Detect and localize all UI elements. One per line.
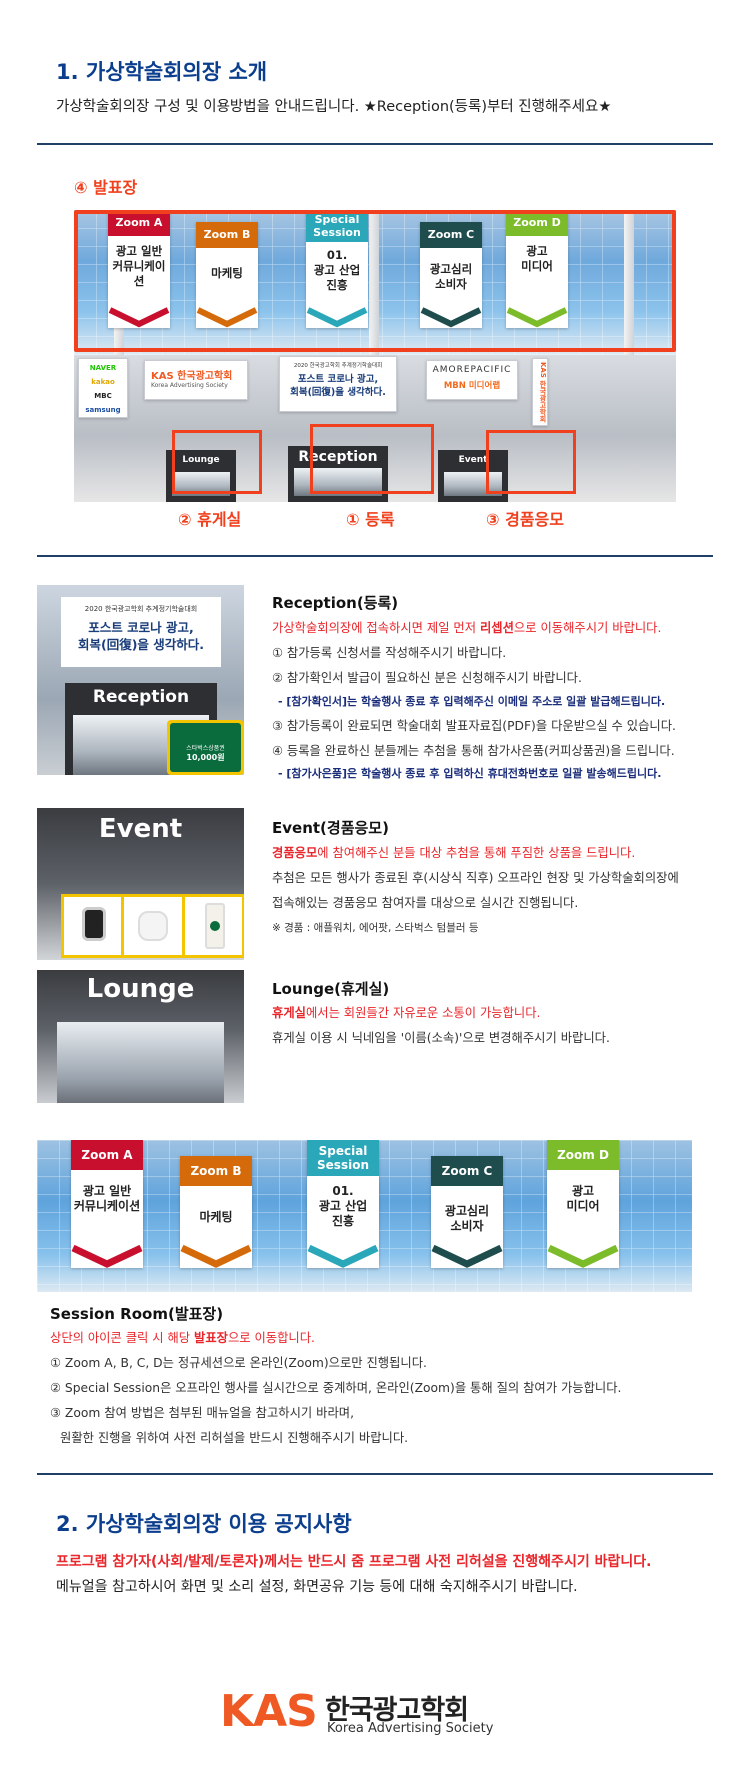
special-session-banner[interactable]: Special Session 01. 광고 산업 진흥 bbox=[306, 210, 368, 328]
chevron-icon bbox=[431, 1244, 503, 1268]
event-label: ③ 경품응모 bbox=[486, 510, 564, 529]
kas-logo-english: Korea Advertising Society bbox=[327, 1721, 494, 1736]
session-line-4: ③ Zoom 참여 방법은 첨부된 매뉴얼을 참고하시기 바라며, bbox=[50, 1406, 355, 1420]
airpods-icon bbox=[124, 897, 182, 955]
reception-frame bbox=[310, 424, 434, 494]
chevron-icon bbox=[420, 307, 482, 328]
session-room-strip: Zoom A 광고 일반 커뮤니케이션 Zoom B 마케팅 Special S… bbox=[37, 1140, 692, 1292]
lounge-title: Lounge(휴게실) bbox=[272, 980, 390, 998]
event-line-1: 경품응모에 참여해주신 분들 대상 추첨을 통해 푸짐한 상품을 드립니다. bbox=[272, 846, 636, 860]
reception-line-4: ③ 참가등록이 완료되면 학술대회 발표자료집(PDF)을 다운받으실 수 있습… bbox=[272, 719, 676, 733]
chevron-icon bbox=[71, 1244, 143, 1268]
lounge-thumbnail: Lounge bbox=[37, 970, 244, 1103]
reception-line-1: 가상학술회의장에 접속하시면 제일 먼저 리셉션으로 이동해주시기 바랍니다. bbox=[272, 621, 662, 635]
reception-label: ① 등록 bbox=[346, 510, 395, 529]
kas-vertical-banner: KAS 한국광고학회 bbox=[532, 358, 548, 426]
event-thumbnail: Event bbox=[37, 808, 244, 960]
event-line-3: 접속해있는 경품응모 참여자를 대상으로 실시간 진행됩니다. bbox=[272, 896, 579, 910]
lounge-label: ② 휴게실 bbox=[178, 510, 242, 529]
event-title: Event(경품응모) bbox=[272, 819, 389, 837]
event-line-4: ※ 경품 : 애플워치, 에어팟, 스타벅스 텀블러 등 bbox=[272, 922, 479, 934]
divider bbox=[37, 143, 713, 145]
chevron-icon bbox=[307, 1244, 379, 1268]
zoom-b-banner[interactable]: Zoom B 마케팅 bbox=[196, 222, 258, 328]
chevron-icon bbox=[506, 307, 568, 328]
event-frame bbox=[486, 430, 576, 494]
chevron-icon bbox=[180, 1244, 252, 1268]
lounge-line-2: 휴게실 이용 시 닉네임을 '이름(소속)'으로 변경해주시기 바랍니다. bbox=[272, 1031, 610, 1045]
chevron-icon bbox=[108, 306, 170, 328]
special-session-banner[interactable]: Special Session 01. 광고 산업 진흥 bbox=[307, 1140, 379, 1268]
event-line-2: 추첨은 모든 행사가 종료된 후(시상식 직후) 오프라인 현장 및 가상학술회… bbox=[272, 871, 679, 885]
section-title-1: 1. 가상학술회의장 소개 bbox=[56, 60, 268, 84]
sponsor-board-left: NAVER kakao MBC samsung bbox=[78, 358, 128, 418]
reception-line-5: ④ 등록을 완료하신 분들께는 추첨을 통해 참가사은품(커피상품권)을 드립니… bbox=[272, 744, 675, 758]
notice-line-2: 메뉴얼을 참고하시어 화면 및 소리 설정, 화면공유 기능 등에 대해 숙지해… bbox=[56, 1579, 578, 1595]
session-line-1: 상단의 아이콘 클릭 시 해당 발표장으로 이동합니다. bbox=[50, 1331, 315, 1345]
reception-thumbnail: 2020 한국광고학회 추계정기학술대회 포스트 코로나 광고, 회복(回復)을… bbox=[37, 585, 244, 775]
kas-board: KAS 한국광고학회 Korea Advertising Society bbox=[144, 360, 248, 400]
gift-card: 스타벅스상품권 10,000원 bbox=[167, 720, 244, 775]
reception-note-1: - [참가확인서]는 학술행사 종료 후 입력해주신 이메일 주소로 일괄 발급… bbox=[278, 695, 666, 708]
zoom-d-banner[interactable]: Zoom D 광고 미디어 bbox=[506, 210, 568, 328]
chevron-icon bbox=[196, 307, 258, 328]
lounge-frame bbox=[172, 430, 262, 494]
sponsor-board-right: AMOREPACIFIC MBN 미디어랩 bbox=[426, 360, 518, 400]
session-line-3: ② Special Session은 오프라인 행사를 실시간으로 중계하며, … bbox=[50, 1381, 622, 1395]
chevron-icon bbox=[306, 307, 368, 328]
session-line-5: 원활한 진행을 위하여 사전 리허설을 반드시 진행해주시기 바랍니다. bbox=[60, 1431, 409, 1445]
zoom-c-banner[interactable]: Zoom C 광고심리 소비자 bbox=[420, 222, 482, 328]
conference-board: 2020 한국광고학회 추계정기학술대회 포스트 코로나 광고, 회복(回復)을… bbox=[279, 356, 397, 412]
watch-icon bbox=[64, 897, 122, 955]
session-title: Session Room(발표장) bbox=[50, 1305, 224, 1323]
divider bbox=[37, 1473, 713, 1475]
zoom-a-banner[interactable]: Zoom A 광고 일반 커뮤니케이션 bbox=[108, 210, 170, 328]
kas-logo-korean: 한국광고학회 bbox=[325, 1695, 469, 1726]
presentation-hall-label: ④ 발표장 bbox=[74, 178, 138, 197]
zoom-d-banner[interactable]: Zoom D 광고 미디어 bbox=[547, 1140, 619, 1268]
reception-title: Reception(등록) bbox=[272, 594, 399, 612]
reception-line-2: ① 참가등록 신청서를 작성해주시기 바랍니다. bbox=[272, 646, 507, 660]
kas-logo-mark: KAS bbox=[220, 1686, 318, 1737]
tumbler-icon bbox=[184, 897, 242, 955]
zoom-b-banner[interactable]: Zoom B 마케팅 bbox=[180, 1156, 252, 1268]
lounge-line-1: 휴게실에서는 회원들간 자유로운 소통이 가능합니다. bbox=[272, 1006, 541, 1020]
reception-line-3: ② 참가확인서 발급이 필요하신 분은 신청해주시기 바랍니다. bbox=[272, 671, 582, 685]
zoom-c-banner[interactable]: Zoom C 광고심리 소비자 bbox=[431, 1156, 503, 1268]
notice-line-1: 프로그램 참가자(사회/발제/토론자)께서는 반드시 줌 프로그램 사전 리허설… bbox=[56, 1554, 652, 1570]
section-title-2: 2. 가상학술회의장 이용 공지사항 bbox=[56, 1512, 352, 1536]
section-lead-1: 가상학술회의장 구성 및 이용방법을 안내드립니다. ★Reception(등록… bbox=[56, 99, 612, 115]
session-line-2: ① Zoom A, B, C, D는 정규세션으로 온라인(Zoom)으로만 진… bbox=[50, 1356, 427, 1370]
presentation-hall-frame bbox=[74, 210, 676, 352]
zoom-a-banner[interactable]: Zoom A 광고 일반 커뮤니케이션 bbox=[71, 1140, 143, 1268]
chevron-icon bbox=[547, 1244, 619, 1268]
reception-note-2: - [참가사은품]은 학술행사 종료 후 입력하신 휴대전화번호로 일괄 발송해… bbox=[278, 767, 662, 780]
divider bbox=[37, 555, 713, 557]
prize-row bbox=[61, 894, 244, 958]
